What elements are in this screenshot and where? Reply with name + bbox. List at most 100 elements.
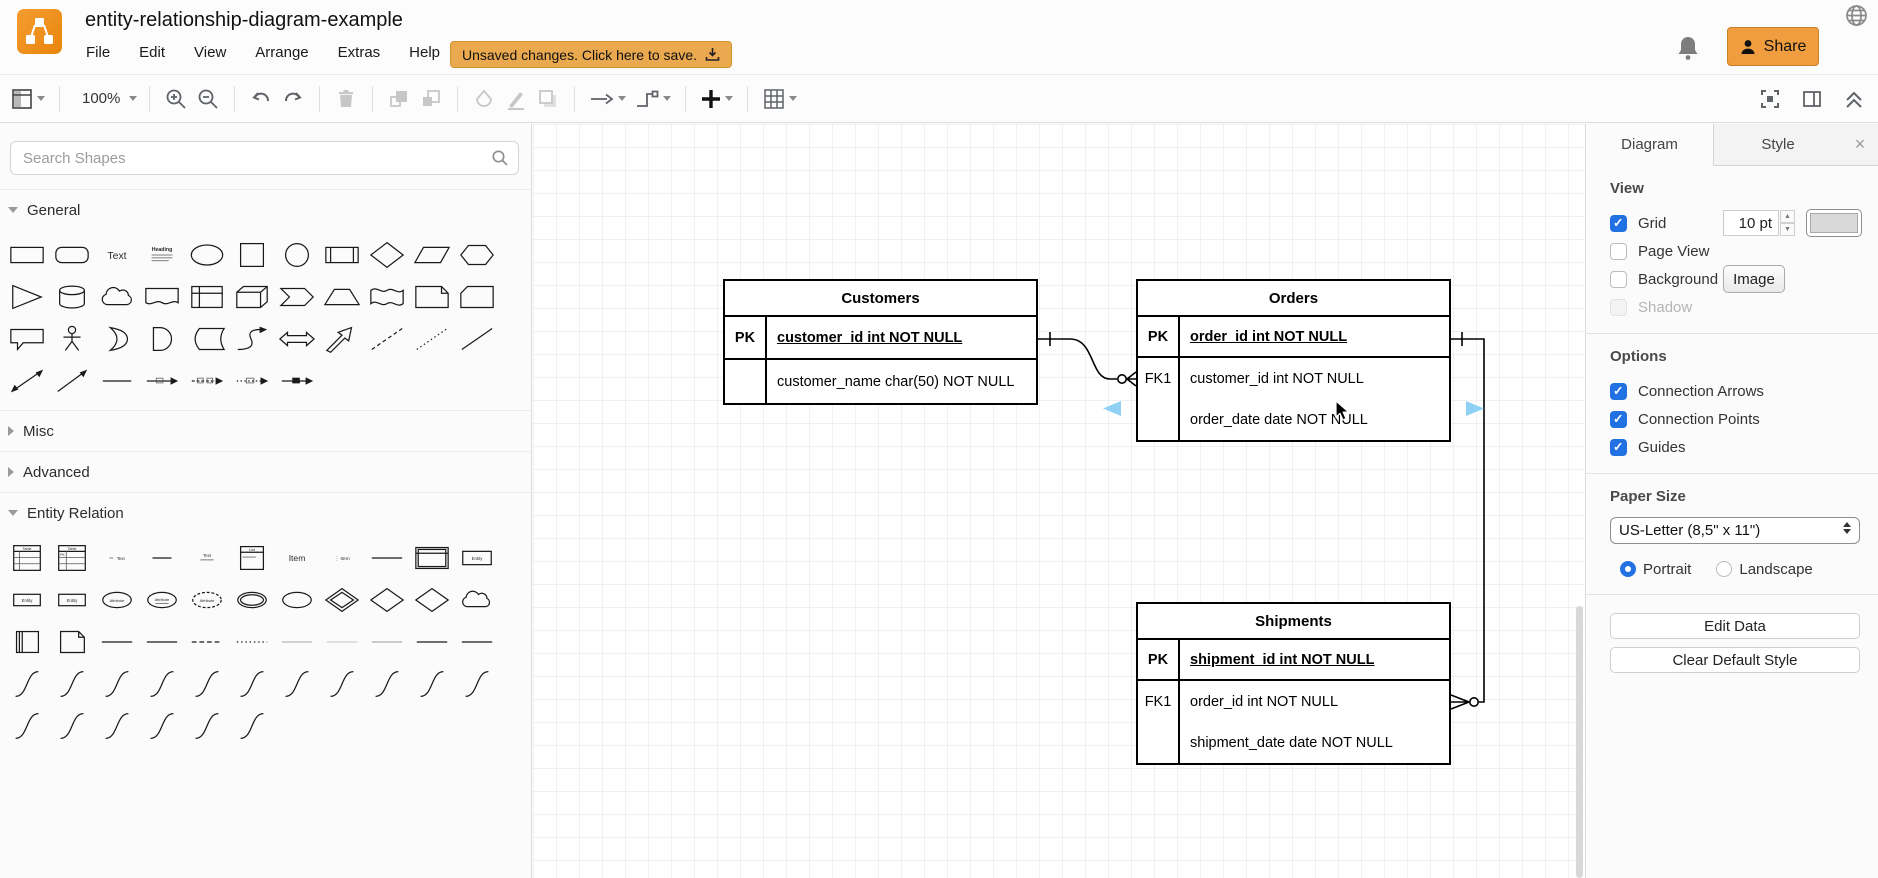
er-key-cell[interactable] xyxy=(1138,722,1180,763)
shape-er-edge[interactable] xyxy=(274,663,319,705)
menu-view[interactable]: View xyxy=(194,44,227,61)
shape-er-attribute-dashed[interactable]: Attribute xyxy=(184,579,229,621)
delete-icon[interactable] xyxy=(332,84,360,114)
shape-er-edge[interactable] xyxy=(229,705,274,747)
shape-er-row-underline[interactable]: Text xyxy=(184,537,229,579)
shape-er-row-dash[interactable] xyxy=(139,537,184,579)
shadow-icon[interactable] xyxy=(534,84,562,114)
er-value-cell[interactable]: customer_id int NOT NULL xyxy=(1190,370,1364,387)
undo-icon[interactable] xyxy=(247,84,275,114)
shape-triangle[interactable] xyxy=(4,276,49,318)
shape-er-edge[interactable] xyxy=(184,663,229,705)
fullscreen-icon[interactable] xyxy=(1756,84,1784,114)
er-key-cell[interactable]: PK xyxy=(725,317,767,358)
shape-directional-edge[interactable] xyxy=(49,360,94,402)
shape-er-attribute[interactable]: Attribute xyxy=(94,579,139,621)
shape-internal-storage[interactable] xyxy=(184,276,229,318)
shape-data-storage[interactable] xyxy=(184,318,229,360)
shape-er-hline-dotted[interactable] xyxy=(229,621,274,663)
shape-er-entity-label[interactable]: Entity xyxy=(454,537,499,579)
er-value-cell[interactable]: shipment_id int NOT NULL xyxy=(1190,651,1375,668)
er-table-title[interactable]: Shipments xyxy=(1138,604,1449,640)
hover-arrow-right[interactable] xyxy=(1466,401,1484,416)
er-key-cell[interactable]: PK xyxy=(1138,640,1180,679)
shape-step[interactable] xyxy=(274,276,319,318)
shape-er-hline-thin[interactable] xyxy=(139,621,184,663)
document-title[interactable]: entity-relationship-diagram-example xyxy=(85,9,403,31)
shape-er-edge[interactable] xyxy=(409,663,454,705)
menu-extras[interactable]: Extras xyxy=(337,44,381,61)
shape-er-attribute-underline[interactable]: Attribute xyxy=(139,579,184,621)
zoom-level[interactable]: 100% xyxy=(82,90,121,107)
shape-er-item-label[interactable]: Item xyxy=(274,537,319,579)
shape-hexagon[interactable] xyxy=(454,234,499,276)
connection-arrows-checkbox[interactable] xyxy=(1610,382,1627,400)
shape-er-row-text[interactable]: Text xyxy=(94,537,139,579)
shape-er-entity-bold[interactable]: Entity xyxy=(49,579,94,621)
shape-and[interactable] xyxy=(139,318,184,360)
shape-arrow-edge[interactable] xyxy=(139,360,184,402)
shape-arrow[interactable] xyxy=(319,318,364,360)
er-row[interactable]: shipment_date date NOT NULL xyxy=(1138,722,1449,763)
shape-er-diamond-double[interactable] xyxy=(319,579,364,621)
shape-er-edge[interactable] xyxy=(319,663,364,705)
shape-er-edge[interactable] xyxy=(94,663,139,705)
shape-er-edge[interactable] xyxy=(94,705,139,747)
er-table-title[interactable]: Customers xyxy=(725,281,1036,317)
shape-er-edge[interactable] xyxy=(139,705,184,747)
insert-icon[interactable] xyxy=(698,84,735,114)
er-value-cell[interactable]: order_id int NOT NULL xyxy=(1190,693,1339,710)
close-icon[interactable]: × xyxy=(1854,134,1866,154)
shape-circle[interactable] xyxy=(274,234,319,276)
shape-cube[interactable] xyxy=(229,276,274,318)
fill-color-icon[interactable] xyxy=(470,84,498,114)
notifications-bell-icon[interactable] xyxy=(1676,35,1700,66)
tab-diagram[interactable]: Diagram xyxy=(1586,124,1714,166)
shape-process[interactable] xyxy=(319,234,364,276)
er-table-title[interactable]: Orders xyxy=(1138,281,1449,317)
er-key-cell[interactable] xyxy=(725,360,767,403)
shape-labeled-edge[interactable] xyxy=(274,360,319,402)
waypoints-icon[interactable] xyxy=(632,84,673,114)
shape-curve[interactable] xyxy=(229,318,274,360)
share-button[interactable]: Share xyxy=(1727,27,1819,66)
guides-checkbox[interactable] xyxy=(1610,438,1627,456)
line-color-icon[interactable] xyxy=(502,84,530,114)
shape-er-edge[interactable] xyxy=(49,663,94,705)
to-front-icon[interactable] xyxy=(385,84,413,114)
shape-er-item-dots[interactable]: ⋮ Item xyxy=(319,537,364,579)
shape-er-entity[interactable]: Entity xyxy=(4,579,49,621)
shape-dashed-edge[interactable] xyxy=(184,360,229,402)
shape-er-edge[interactable] xyxy=(139,663,184,705)
grid-size-input[interactable] xyxy=(1723,210,1779,236)
table-icon[interactable] xyxy=(760,84,799,114)
shape-er-edge[interactable] xyxy=(184,705,229,747)
shape-parallelogram[interactable] xyxy=(409,234,454,276)
shape-er-note-bars[interactable] xyxy=(4,621,49,663)
unsaved-changes-banner[interactable]: Unsaved changes. Click here to save. xyxy=(450,41,733,68)
shape-er-hline-dashed[interactable] xyxy=(184,621,229,663)
section-header-misc[interactable]: Misc xyxy=(0,410,531,451)
shape-or[interactable] xyxy=(94,318,139,360)
shape-er-edge[interactable] xyxy=(454,663,499,705)
shape-link[interactable] xyxy=(94,360,139,402)
shape-square[interactable] xyxy=(229,234,274,276)
shape-trapezoid[interactable] xyxy=(319,276,364,318)
shape-er-table-striped[interactable] xyxy=(409,537,454,579)
shape-er-hline-pale[interactable] xyxy=(274,621,319,663)
page-view-icon[interactable] xyxy=(8,84,47,114)
menu-edit[interactable]: Edit xyxy=(139,44,166,61)
shape-dotted-line[interactable] xyxy=(409,318,454,360)
er-row[interactable]: customer_name char(50) NOT NULL xyxy=(725,360,1036,403)
background-checkbox[interactable] xyxy=(1610,270,1627,288)
shape-er-edge[interactable] xyxy=(4,705,49,747)
shape-er-hline[interactable] xyxy=(364,537,409,579)
shape-dashed-line[interactable] xyxy=(364,318,409,360)
er-value-cell[interactable]: shipment_date date NOT NULL xyxy=(1190,734,1393,751)
canvas-vertical-scrollbar[interactable] xyxy=(1576,606,1583,878)
redo-icon[interactable] xyxy=(279,84,307,114)
